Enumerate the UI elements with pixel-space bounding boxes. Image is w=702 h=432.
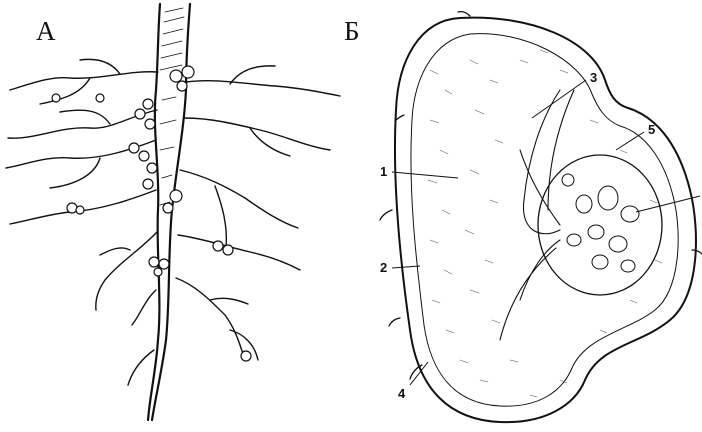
central-cylinder <box>538 155 662 295</box>
panel-label-b: Б <box>344 16 360 46</box>
vascular-strands <box>500 90 574 340</box>
nodule-cross-section-drawing: 1 2 3 4 5 <box>380 12 702 423</box>
taproot <box>148 4 160 420</box>
callout-1: 1 <box>380 164 387 179</box>
leader-line-3 <box>532 80 586 118</box>
lateral-roots-left <box>6 59 158 385</box>
leader-line-1 <box>392 172 458 178</box>
callout-5: 5 <box>648 122 655 137</box>
callout-2: 2 <box>380 260 387 275</box>
callout-4: 4 <box>398 386 406 401</box>
callout-3: 3 <box>590 70 597 85</box>
nodule-outline <box>395 18 696 423</box>
root-system-drawing <box>6 4 340 420</box>
leader-line-2 <box>392 266 420 268</box>
leader-line-6 <box>636 196 700 212</box>
panel-label-a: А <box>36 16 56 46</box>
leader-line-5 <box>616 132 644 150</box>
vessel-cells <box>562 174 639 272</box>
lateral-roots-right <box>176 66 340 360</box>
